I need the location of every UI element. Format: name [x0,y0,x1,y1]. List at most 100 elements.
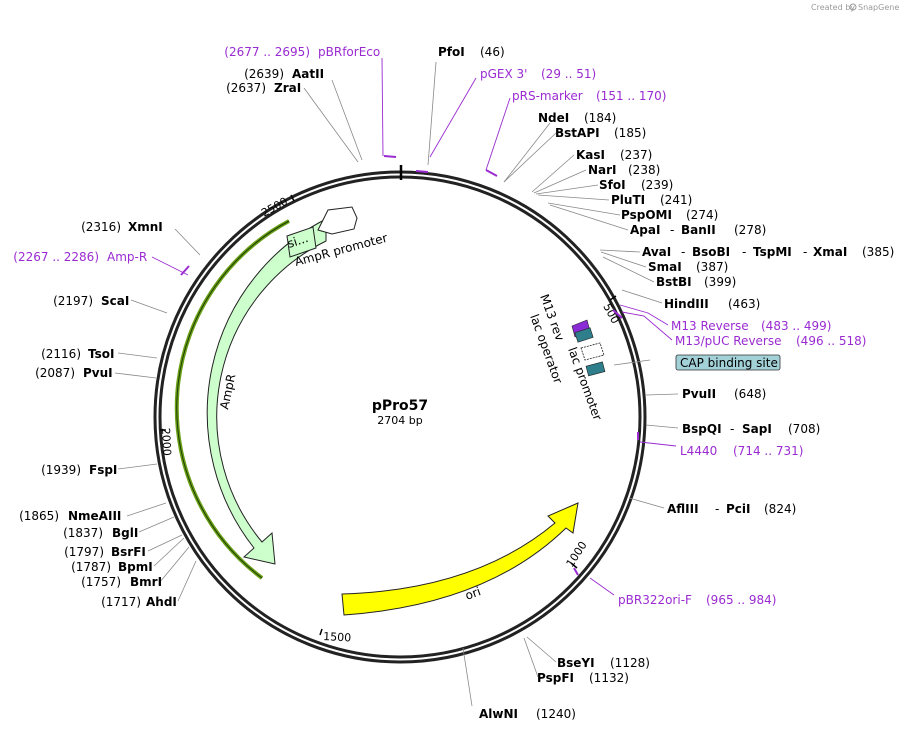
enzyme-pfoi[interactable]: PfoI (46) [438,45,505,59]
enzyme-bpmi-name: BpmI [118,560,153,574]
enzyme-pluti-pos: (241) [660,193,692,207]
enzyme-nari[interactable]: NarI (238) [588,163,660,177]
enzyme-kasi[interactable]: KasI (237) [576,148,652,162]
enzyme-pvui-pos: (2087) [35,366,75,380]
enzyme-apai-name: ApaI [630,223,660,237]
enzyme-apai-banii[interactable]: ApaI - BanII (278) [630,223,766,237]
enzyme-xmni-name: XmnI [128,220,163,234]
enzyme-tspmi-name: TspMI [753,245,792,259]
enzyme-bpmi[interactable]: (1787) BpmI [71,560,153,574]
enzyme-tsoi[interactable]: (2116) TsoI [41,347,114,361]
enzyme-fspi-pos: (1939) [41,463,81,477]
enzyme-bmri[interactable]: (1757) BmrI [81,575,162,589]
enzyme-bspqi-sep: - [730,422,734,436]
enzyme-afliii-sep: - [715,502,719,516]
enzyme-fspi[interactable]: (1939) FspI [41,463,117,477]
primer-pbr322ori-name: pBR322ori-F [618,593,692,607]
enzyme-ahdi-name: AhdI [146,595,177,609]
enzyme-aatii[interactable]: (2639) AatII [244,67,324,81]
enzyme-nmeaiii-pos: (1865) [19,509,59,523]
enzyme-alwni[interactable]: AlwNI (1240) [479,707,576,721]
tick-1000: 1000 [564,539,590,570]
enzyme-afliii-pcii[interactable]: AflIII - PciI (824) [667,502,796,516]
enzyme-bstbi[interactable]: BstBI (399) [656,275,736,289]
enzyme-pluti-name: PluTI [611,193,645,207]
enzyme-nmeaiii[interactable]: (1865) NmeAIII [19,509,121,523]
feature-ampr[interactable] [206,218,327,565]
enzyme-pvuii[interactable]: PvuII (648) [682,387,766,401]
feature-lac-operator-top[interactable] [574,327,594,343]
enzyme-fspi-name: FspI [89,463,117,477]
enzyme-bstapi[interactable]: BstAPI (185) [555,126,646,140]
enzyme-bspqi-name: BspQI [682,422,722,436]
enzyme-zrai[interactable]: (2637) ZraI [226,81,301,95]
primer-pbr322ori-range: (965 .. 984) [706,593,776,607]
enzyme-sfoi-pos: (239) [641,178,673,192]
enzyme-sfoi[interactable]: SfoI (239) [599,178,673,192]
feature-cap-binding-site[interactable]: CAP binding site [675,354,781,371]
primer-m13rev[interactable]: M13 Reverse (483 .. 499) [671,319,831,333]
enzyme-pfoi-name: PfoI [438,45,465,59]
enzyme-bgli-pos: (1837) [63,526,103,540]
enzyme-bseyi-pos: (1128) [610,656,650,670]
tick-2000: 2000 [159,427,173,456]
enzyme-tsoi-pos: (2116) [41,347,81,361]
enzyme-xmni[interactable]: (2316) XmnI [81,220,163,234]
enzyme-pspfi[interactable]: PspFI (1132) [537,671,629,685]
enzyme-pluti[interactable]: PluTI (241) [611,193,692,207]
primer-ampr[interactable]: (2267 .. 2286) Amp-R [13,250,147,264]
credit-brand[interactable]: SnapGene [858,3,899,12]
enzyme-kasi-name: KasI [576,148,605,162]
enzyme-avai-group[interactable]: AvaI - BsoBI - TspMI - XmaI (385) [642,245,894,259]
enzyme-bmri-name: BmrI [130,575,162,589]
enzyme-scai-name: ScaI [101,294,129,308]
enzyme-bseyi-name: BseYI [557,656,595,670]
enzyme-smai[interactable]: SmaI (387) [648,260,728,274]
feature-lac-operator[interactable] [585,361,606,377]
enzyme-smai-name: SmaI [648,260,682,274]
enzyme-pspfi-name: PspFI [537,671,574,685]
primer-pbr322ori[interactable]: pBR322ori-F (965 .. 984) [618,593,776,607]
primer-m13puc-range: (496 .. 518) [796,334,866,348]
enzyme-bstapi-name: BstAPI [555,126,600,140]
enzyme-afliii-pcii-pos: (824) [764,502,796,516]
enzyme-ndei[interactable]: NdeI (184) [538,111,616,125]
tick-1500: 1500 [323,630,352,644]
primer-l4440-name: L4440 [680,444,717,458]
primer-pgex3[interactable]: pGEX 3' (29 .. 51) [480,67,596,81]
feature-lac-promoter[interactable] [580,342,605,361]
enzyme-pspfi-pos: (1132) [589,671,629,685]
enzyme-pvui[interactable]: (2087) PvuI [35,366,113,380]
enzyme-pvui-name: PvuI [83,366,113,380]
primer-m13puc[interactable]: M13/pUC Reverse (496 .. 518) [675,334,866,348]
enzyme-ahdi[interactable]: (1717) AhdI [101,595,177,609]
enzyme-bsrfi[interactable]: (1797) BsrFI [64,545,146,559]
enzyme-leader-lines [114,61,679,707]
primer-prsmarker[interactable]: pRS-marker (151 .. 170) [512,89,666,103]
enzyme-scai[interactable]: (2197) ScaI [53,294,129,308]
enzyme-pcii-name: PciI [726,502,751,516]
primer-leader-lines [151,57,677,596]
enzyme-avai-group-pos: (385) [862,245,894,259]
primer-l4440[interactable]: L4440 (714 .. 731) [680,444,803,458]
feature-signal[interactable]: si... [286,226,317,258]
enzyme-pspomi-pos: (274) [686,208,718,222]
enzyme-nmeaiii-name: NmeAIII [68,509,121,523]
enzyme-pspomi[interactable]: PspOMI (274) [621,208,718,222]
tick-2500: 2500 [259,195,290,220]
enzyme-xmni-pos: (2316) [81,220,121,234]
enzyme-bgli[interactable]: (1837) BglI [63,526,138,540]
plasmid-name: pPro57 [372,398,428,414]
enzyme-tsoi-name: TsoI [88,347,114,361]
enzyme-hindiii[interactable]: HindIII (463) [664,297,760,311]
enzyme-nari-name: NarI [588,163,617,177]
enzyme-bseyi[interactable]: BseYI (1128) [557,656,650,670]
enzyme-bspqi-sapi[interactable]: BspQI - SapI (708) [682,422,820,436]
enzyme-aatii-name: AatII [292,67,324,81]
feature-ori[interactable]: ori [341,502,579,616]
enzyme-kasi-pos: (237) [620,148,652,162]
enzyme-hindiii-name: HindIII [664,297,709,311]
enzyme-apai-sep: - [670,223,674,237]
primer-pbrforeco-range: (2677 .. 2695) [224,45,310,59]
primer-pbrforeco[interactable]: (2677 .. 2695) pBRforEco [224,45,380,59]
